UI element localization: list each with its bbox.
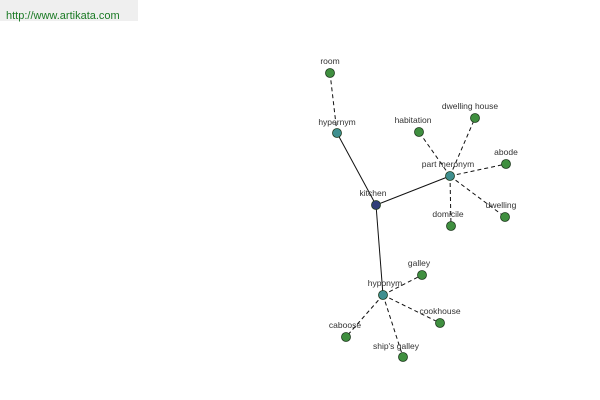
edge-part-meronym-abode — [449, 163, 507, 177]
leaf-node-dot[interactable] — [341, 332, 351, 342]
edge-kitchen-hypernym — [336, 132, 377, 206]
node-galley[interactable]: galley — [408, 258, 431, 280]
leaf-node-dot[interactable] — [500, 212, 510, 222]
edge-layer — [329, 72, 507, 358]
node-dwelling-house[interactable]: dwelling house — [442, 101, 499, 123]
node-label-dwelling-house: dwelling house — [442, 101, 499, 111]
node-room[interactable]: room — [320, 56, 340, 78]
node-kitchen[interactable]: kitchen — [360, 188, 387, 210]
edge-part-meronym-dwelling — [449, 175, 506, 218]
node-abode[interactable]: abode — [494, 147, 518, 169]
node-label-cookhouse: cookhouse — [419, 306, 460, 316]
node-domicile[interactable]: domicile — [432, 209, 464, 231]
node-layer: room hypernym habitation dwelling house abod… — [318, 56, 518, 362]
site-url-link[interactable]: http://www.artikata.com — [6, 10, 120, 22]
node-hypernym[interactable]: hypernym — [318, 117, 356, 138]
edge-part-meronym-habitation — [418, 131, 451, 177]
node-cookhouse[interactable]: cookhouse — [419, 306, 461, 328]
node-label-dwelling: dwelling — [486, 200, 517, 210]
node-label-hypernym: hypernym — [318, 117, 355, 127]
leaf-node-dot[interactable] — [417, 270, 427, 280]
node-label-ships-galley: ship's galley — [373, 341, 420, 351]
leaf-node-dot[interactable] — [470, 113, 480, 123]
edge-part-meronym-domicile — [449, 175, 452, 227]
node-label-kitchen: kitchen — [360, 188, 387, 198]
category-node-dot[interactable] — [445, 171, 455, 181]
leaf-node-dot[interactable] — [325, 68, 335, 78]
category-node-dot[interactable] — [332, 128, 342, 138]
node-label-galley: galley — [408, 258, 431, 268]
center-node-dot[interactable] — [371, 200, 381, 210]
node-label-room: room — [320, 56, 339, 66]
node-label-part-meronym: part meronym — [422, 159, 474, 169]
node-ships-galley[interactable]: ship's galley — [373, 341, 420, 362]
category-node-dot[interactable] — [378, 290, 388, 300]
node-label-hyponym: hyponym — [368, 278, 403, 288]
url-banner: http://www.artikata.com — [0, 0, 138, 22]
edge-hyponym-cookhouse — [382, 294, 441, 324]
node-part-meronym[interactable]: part meronym — [422, 159, 474, 181]
leaf-node-dot[interactable] — [435, 318, 445, 328]
node-label-habitation: habitation — [395, 115, 432, 125]
node-label-caboose: caboose — [329, 320, 361, 330]
node-habitation[interactable]: habitation — [395, 115, 432, 137]
node-label-abode: abode — [494, 147, 518, 157]
node-dwelling[interactable]: dwelling — [486, 200, 517, 222]
edge-kitchen-hyponym — [375, 204, 384, 296]
edge-hypernym-room — [329, 72, 338, 134]
node-caboose[interactable]: caboose — [329, 320, 361, 342]
node-hyponym[interactable]: hyponym — [368, 278, 403, 300]
leaf-node-dot[interactable] — [501, 159, 511, 169]
leaf-node-dot[interactable] — [446, 221, 456, 231]
edge-hyponym-caboose — [345, 294, 384, 338]
edge-part-meronym-dwelling-house — [449, 117, 476, 177]
edge-hyponym-ships-galley — [382, 294, 404, 358]
leaf-node-dot[interactable] — [414, 127, 424, 137]
edge-kitchen-part-meronym — [375, 175, 451, 206]
edge-hyponym-galley — [382, 274, 423, 296]
leaf-node-dot[interactable] — [398, 352, 408, 362]
node-label-domicile: domicile — [432, 209, 463, 219]
